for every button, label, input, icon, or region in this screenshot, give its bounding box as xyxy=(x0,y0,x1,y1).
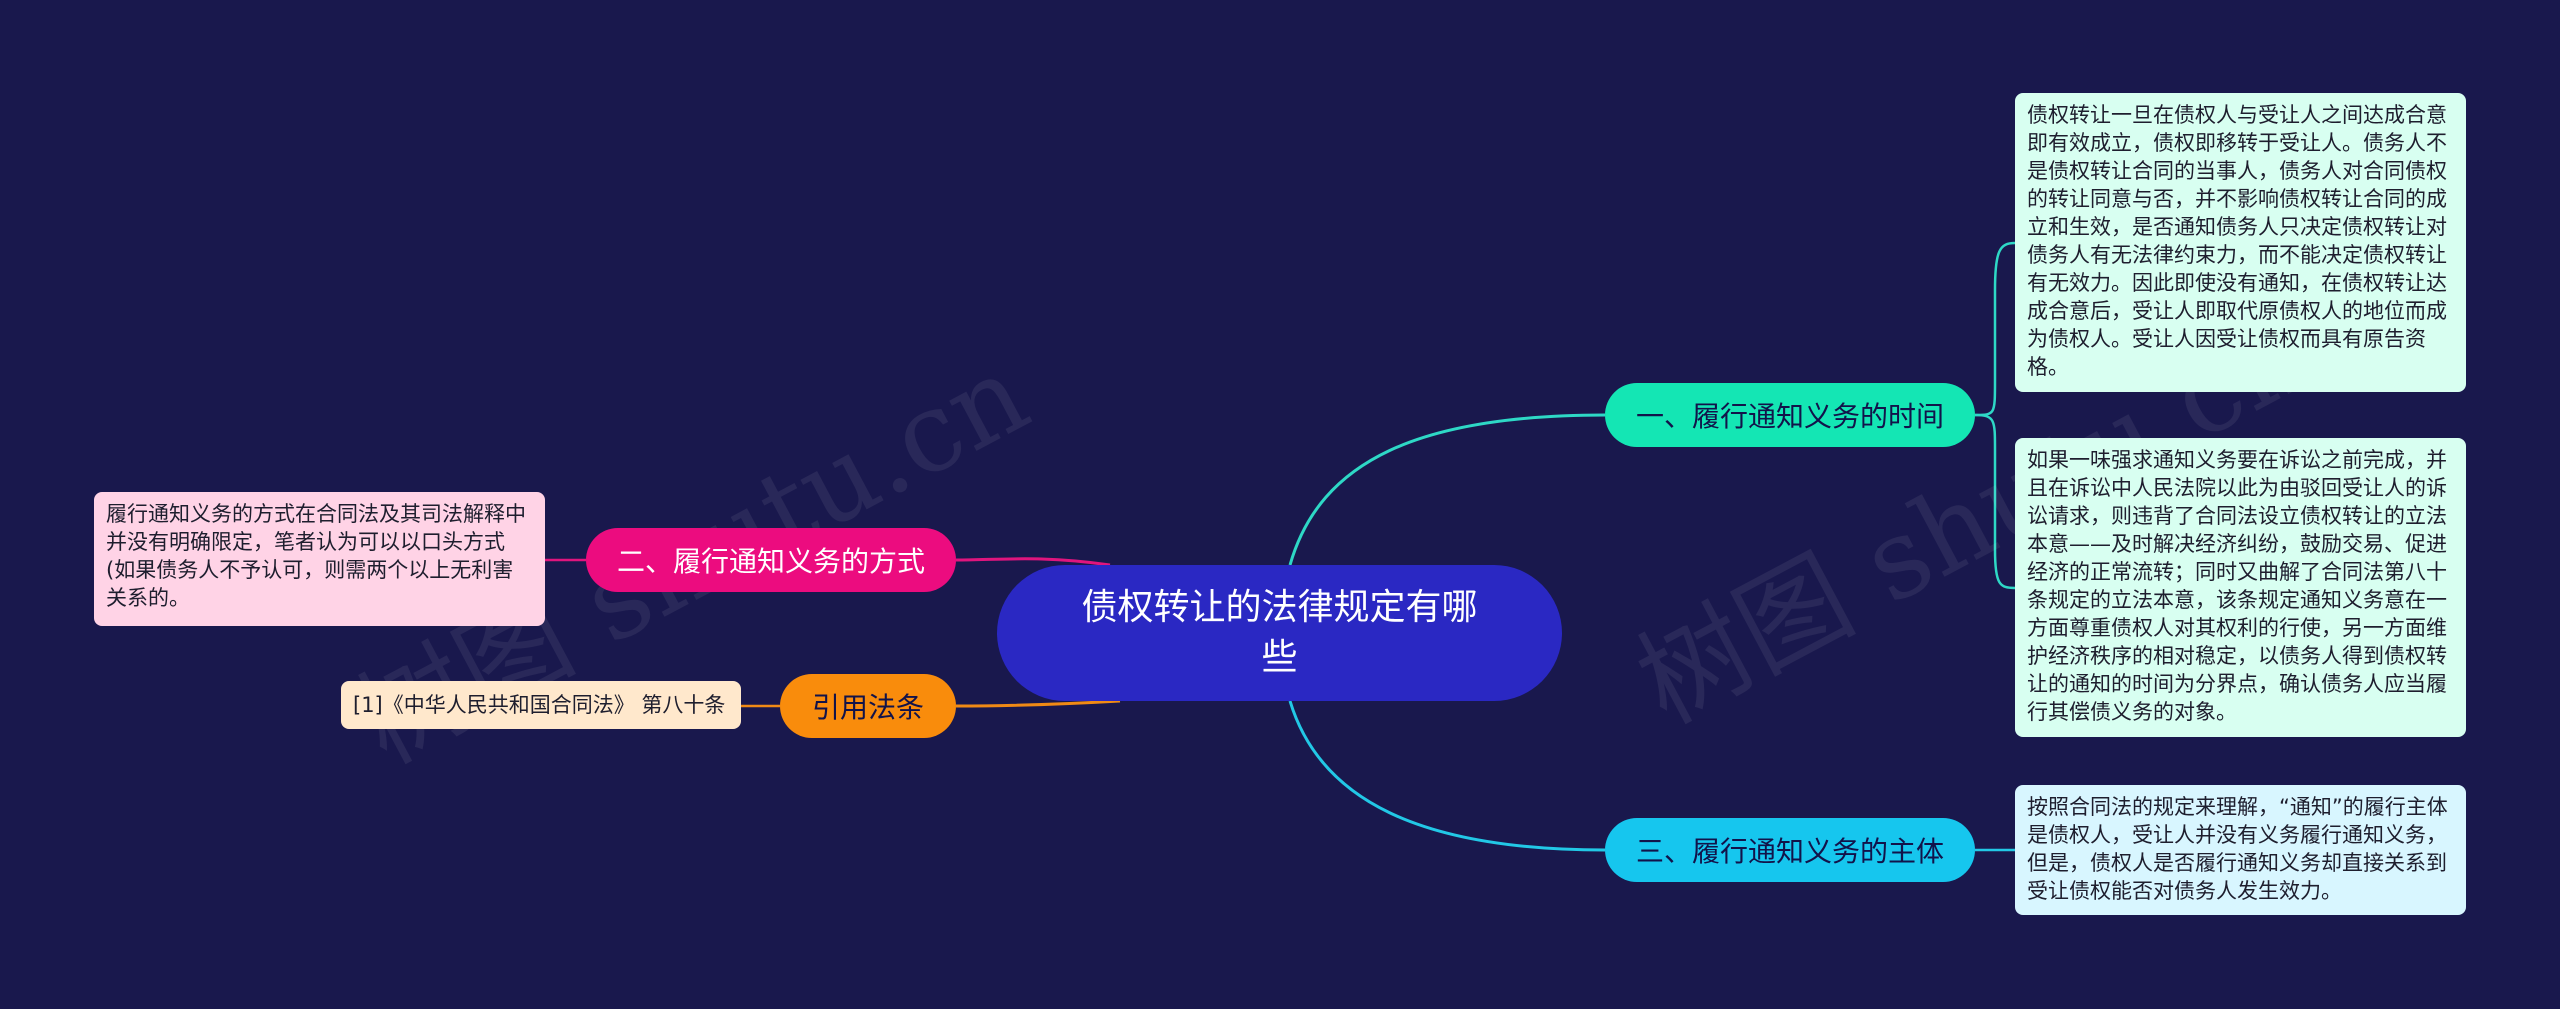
leaf-citation-1[interactable]: [1]《中华人民共和国合同法》 第八十条 xyxy=(341,681,741,729)
branch-subject-label: 三、履行通知义务的主体 xyxy=(1636,835,1945,868)
branch-citation-label: 引用法条 xyxy=(812,691,925,724)
leaf-method-1[interactable]: 履行通知义务的方式在合同法及其司法解释中并没有明确限定，笔者认为可以以口头方式(… xyxy=(94,492,545,626)
link-time-brace xyxy=(1974,241,2016,417)
branch-citation[interactable]: 引用法条 xyxy=(780,674,956,738)
branch-time[interactable]: 一、履行通知义务的时间 xyxy=(1605,383,1975,447)
branch-method[interactable]: 二、履行通知义务的方式 xyxy=(586,528,956,592)
branch-subject[interactable]: 三、履行通知义务的主体 xyxy=(1605,818,1975,882)
leaf-subject-1[interactable]: 按照合同法的规定来理解，“通知”的履行主体是债权人，受让人并没有义务履行通知义务… xyxy=(2015,785,2466,915)
leaf-time-2[interactable]: 如果一味强求通知义务要在诉讼之前完成，并且在诉讼中人民法院以此为由驳回受让人的诉… xyxy=(2015,438,2466,737)
leaf-time-1[interactable]: 债权转让一旦在债权人与受让人之间达成合意即有效成立，债权即移转于受让人。债务人不… xyxy=(2015,93,2466,392)
root-topic[interactable]: 债权转让的法律规定有哪些 xyxy=(997,565,1562,701)
link-root-citation xyxy=(955,699,1121,708)
branch-method-label: 二、履行通知义务的方式 xyxy=(617,545,926,578)
link-root-time xyxy=(1288,413,1606,566)
link-time-brace-2 xyxy=(1974,413,2016,590)
branch-time-label: 一、履行通知义务的时间 xyxy=(1636,400,1945,433)
link-root-method xyxy=(955,557,1111,567)
link-root-subject xyxy=(1288,700,1606,852)
root-topic-label: 债权转让的法律规定有哪些 xyxy=(1081,587,1478,678)
